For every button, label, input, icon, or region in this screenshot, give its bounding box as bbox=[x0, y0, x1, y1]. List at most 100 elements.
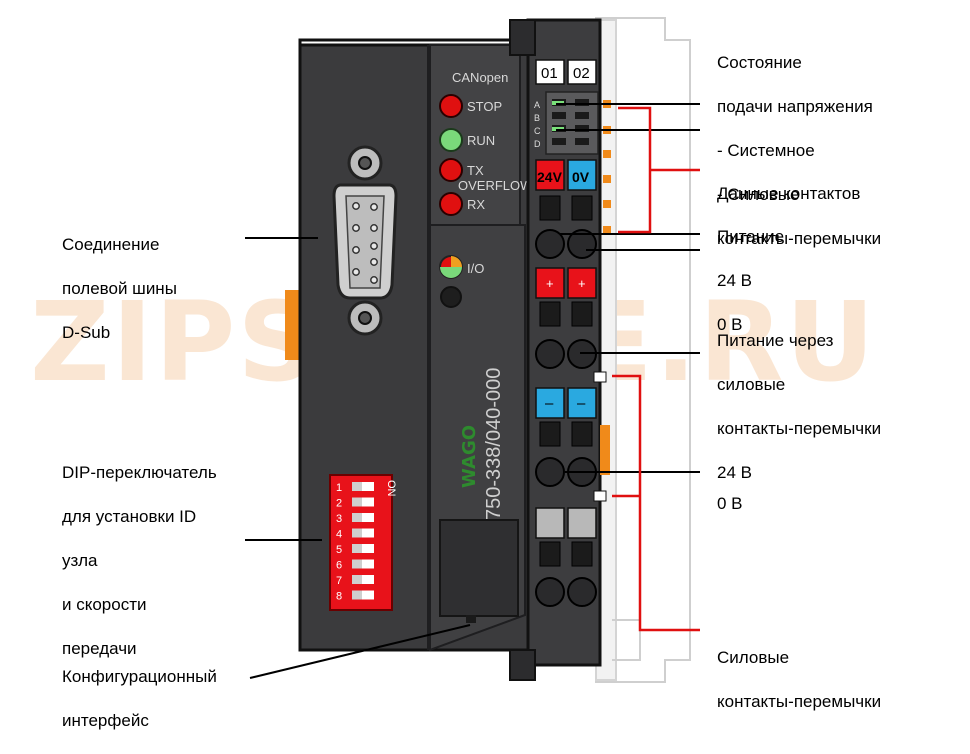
label-supply: Питание 24 В 0 В bbox=[717, 204, 784, 358]
label-contacts-line1: Данные контактов bbox=[717, 184, 861, 203]
label-power-jumper: Питание через силовые контакты-перемычки… bbox=[717, 308, 881, 506]
terminal-gray-2 bbox=[567, 507, 597, 539]
led-rx-label: RX bbox=[467, 197, 485, 212]
label-power-contacts-line2: контакты-перемычки bbox=[717, 692, 882, 711]
led-io-label: I/O bbox=[467, 261, 484, 276]
red-brackets bbox=[612, 106, 700, 632]
terminal-minus-2 bbox=[567, 387, 597, 419]
terminal-0v bbox=[567, 159, 597, 191]
terminal-minus-2-label: – bbox=[577, 395, 586, 412]
led-tx-label: TX bbox=[467, 163, 484, 178]
dip-switch-slot[interactable] bbox=[352, 590, 374, 600]
label-dip-line1: DIP-переключатель bbox=[62, 463, 217, 482]
diagram-canvas: ZIPSTORE.RU CANopen STOP RUN bbox=[30, 17, 875, 683]
terminal-plus-1 bbox=[535, 267, 565, 299]
label-power-contacts: Силовые контакты-перемычки bbox=[717, 625, 881, 735]
label-supply-line2: 24 В bbox=[717, 271, 752, 290]
dip-switch-knob bbox=[352, 497, 362, 507]
label-status-line1: Состояние bbox=[717, 53, 802, 72]
label-supply-line1: Питание bbox=[717, 227, 785, 246]
label-dip-line5: передачи bbox=[62, 639, 137, 658]
config-interface-port[interactable] bbox=[439, 519, 519, 617]
dip-switch-slot[interactable] bbox=[352, 544, 374, 553]
dip-switch-knob bbox=[352, 544, 362, 553]
model-label-group: 750-338/040-000 bbox=[483, 368, 505, 520]
label-status-line4: - Силовые bbox=[717, 185, 800, 204]
led-run-label: RUN bbox=[467, 133, 495, 148]
status-row-d: D bbox=[534, 139, 541, 149]
dsub-connector bbox=[332, 145, 398, 336]
label-power-jumper-line1: Питание через bbox=[717, 331, 834, 350]
dip-switch-number: 4 bbox=[336, 529, 342, 541]
dip-switch-slot[interactable] bbox=[352, 482, 374, 491]
label-dsub-line3: D-Sub bbox=[62, 323, 111, 342]
label-dip-line3: узла bbox=[62, 551, 98, 570]
channel-label-02: 02 bbox=[573, 65, 590, 82]
terminal-minus-1 bbox=[535, 387, 565, 419]
label-status-line3: - Системное bbox=[717, 141, 815, 160]
dip-switch-slot[interactable] bbox=[352, 513, 374, 522]
dip-switch-knob bbox=[352, 513, 362, 522]
label-config: Конфигурационный интерфейс bbox=[62, 644, 217, 754]
dip-switch-knob bbox=[352, 528, 362, 538]
reset-button[interactable] bbox=[440, 286, 462, 308]
dip-switch-knob bbox=[352, 590, 362, 600]
config-port-notch bbox=[466, 615, 476, 623]
terminal-plus-1-label: + bbox=[546, 276, 554, 291]
led-stop-label: STOP bbox=[467, 99, 502, 114]
dip-on-label: ON bbox=[385, 480, 397, 497]
label-config-line2: интерфейс bbox=[62, 711, 149, 730]
led-overflow-label: OVERFLOW bbox=[458, 178, 533, 193]
dip-switch-number: 2 bbox=[336, 498, 342, 510]
dip-switch-number: 8 bbox=[336, 591, 342, 603]
label-dip-line4: и скорости bbox=[62, 595, 147, 614]
dip-switch-number: 7 bbox=[336, 575, 342, 587]
dip-switch-number: 3 bbox=[336, 513, 342, 525]
status-row-a: A bbox=[534, 100, 540, 110]
label-dsub-line1: Соединение bbox=[62, 235, 160, 254]
channel-label-01: 01 bbox=[541, 65, 558, 82]
label-status-line2: подачи напряжения bbox=[717, 97, 873, 116]
dip-switch-slot[interactable] bbox=[352, 559, 374, 569]
dip-switch: 1 2 3 4 5 6 7 8 ON bbox=[329, 474, 397, 611]
dip-switch-number: 1 bbox=[336, 482, 342, 494]
led-tx-overflow: TX OVERFLOW bbox=[439, 158, 533, 193]
label-status-line5: контакты-перемычки bbox=[717, 229, 882, 248]
label-supply-line3: 0 В bbox=[717, 315, 743, 334]
label-zero-v: 0 В bbox=[717, 471, 743, 537]
terminal-24v-label: 24V bbox=[537, 169, 563, 185]
label-power-jumper-line4: 24 В bbox=[717, 463, 752, 482]
status-row-c: C bbox=[534, 126, 541, 136]
label-dip: DIP-переключатель для установки ID узла … bbox=[62, 440, 217, 682]
dip-switch-slot[interactable] bbox=[352, 575, 374, 584]
model-label: 750-338/040-000 bbox=[483, 368, 505, 520]
label-status: Состояние подачи напряжения - Системное … bbox=[717, 30, 881, 272]
dip-switch-slot[interactable] bbox=[352, 528, 374, 538]
label-dsub: Соединение полевой шины D-Sub bbox=[62, 212, 177, 366]
label-dsub-line2: полевой шины bbox=[62, 279, 177, 298]
leader-lines bbox=[245, 103, 700, 679]
label-dip-line2: для установки ID bbox=[62, 507, 197, 526]
led-run: RUN bbox=[439, 128, 495, 152]
jumper-contact-markers bbox=[593, 371, 607, 502]
dip-switch-slot[interactable] bbox=[352, 497, 374, 507]
led-stop: STOP bbox=[439, 94, 502, 118]
dip-switch-number: 6 bbox=[336, 560, 342, 572]
dip-switch-knob bbox=[352, 575, 362, 584]
led-io: I/O bbox=[439, 255, 484, 279]
bus-label: CANopen bbox=[452, 70, 508, 85]
label-contacts: Данные контактов bbox=[717, 161, 860, 227]
dip-switch-knob bbox=[352, 559, 362, 569]
label-config-line1: Конфигурационный bbox=[62, 667, 217, 686]
terminal-24v bbox=[535, 159, 565, 191]
label-power-jumper-line2: силовые bbox=[717, 375, 786, 394]
dip-switch-knob bbox=[352, 482, 362, 491]
label-zero-v-line1: 0 В bbox=[717, 494, 743, 513]
brand-logo: WAGO bbox=[459, 425, 480, 488]
label-power-contacts-line1: Силовые bbox=[717, 648, 790, 667]
terminal-plus-2 bbox=[567, 267, 597, 299]
dip-switch-number: 5 bbox=[336, 544, 342, 556]
led-rx: RX bbox=[439, 192, 485, 216]
brand-text: WAGO bbox=[459, 425, 480, 488]
terminal-minus-1-label: – bbox=[545, 395, 554, 412]
